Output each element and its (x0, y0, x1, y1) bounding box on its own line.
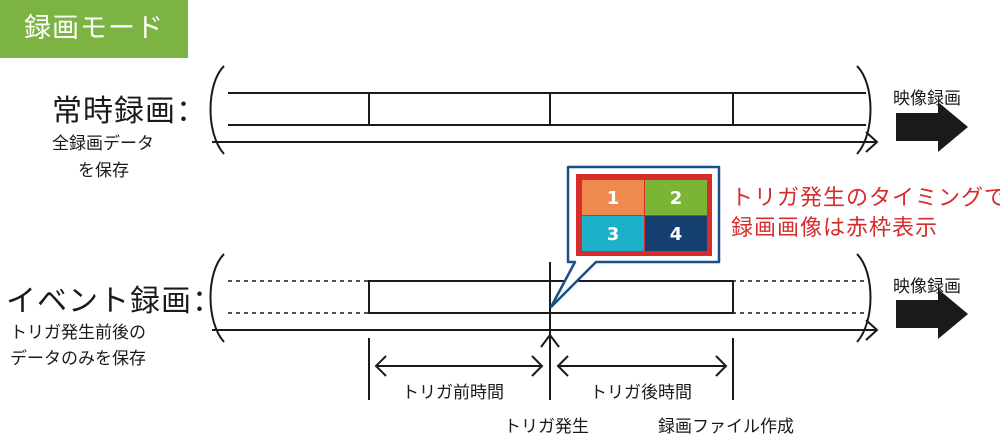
post-trigger-span-left-arrowhead (556, 355, 569, 377)
recording-file-created-label: 録画ファイル作成 (658, 417, 794, 437)
channel-number-1: 1 (607, 188, 620, 209)
event-video-recording-label: 映像録画 (893, 277, 961, 297)
event-video-arrow-icon (896, 289, 968, 339)
channel-cell-1 (582, 180, 644, 215)
event-recording-desc-line1: トリガ発生前後の (10, 323, 146, 343)
mode-title: 録画モード (24, 13, 164, 44)
trigger-marker-arrowhead (540, 333, 560, 348)
event-recording-desc-line2: データのみを保存 (10, 349, 146, 369)
pre-trigger-time-label: トリガ前時間 (402, 383, 504, 403)
event-time-axis-arrowhead (865, 319, 879, 341)
event-timeline-right-break (856, 253, 872, 343)
channel-cell-4 (645, 216, 707, 251)
continuous-video-recording-label: 映像録画 (893, 89, 961, 109)
callout-box: 1 2 3 4 (549, 165, 721, 309)
pre-trigger-span-right-arrowhead (531, 355, 544, 377)
mode-title-tab: 録画モード (0, 0, 188, 58)
channel-cell-3 (582, 216, 644, 251)
continuous-timeline-right-break (856, 65, 872, 155)
continuous-time-axis-arrowhead (865, 131, 879, 153)
callout-note-line1: トリガ発生のタイミングで (731, 186, 1000, 211)
continuous-timeline (209, 65, 879, 155)
trigger-occurrence-label: トリガ発生 (504, 417, 589, 437)
channel-cell-2 (645, 180, 707, 215)
event-recording-title: イベント録画： (6, 284, 223, 319)
event-timeline-left-break (209, 253, 225, 343)
continuous-timeline-left-break (209, 65, 225, 155)
callout-note-line2: 録画画像は赤枠表示 (731, 216, 939, 241)
post-trigger-span-right-arrowhead (715, 355, 728, 377)
pre-trigger-span-left-arrowhead (374, 355, 387, 377)
continuous-recording-title: 常時録画： (52, 94, 207, 129)
event-timeline (209, 253, 879, 400)
continuous-recording-desc-line1: 全録画データ (52, 134, 154, 154)
channel-number-2: 2 (670, 188, 683, 209)
continuous-video-arrow-icon (896, 102, 968, 152)
channel-number-4: 4 (670, 224, 683, 245)
post-trigger-time-label: トリガ後時間 (590, 383, 692, 403)
continuous-recording-desc-line2: を保存 (78, 161, 129, 181)
channel-number-3: 3 (607, 224, 620, 245)
